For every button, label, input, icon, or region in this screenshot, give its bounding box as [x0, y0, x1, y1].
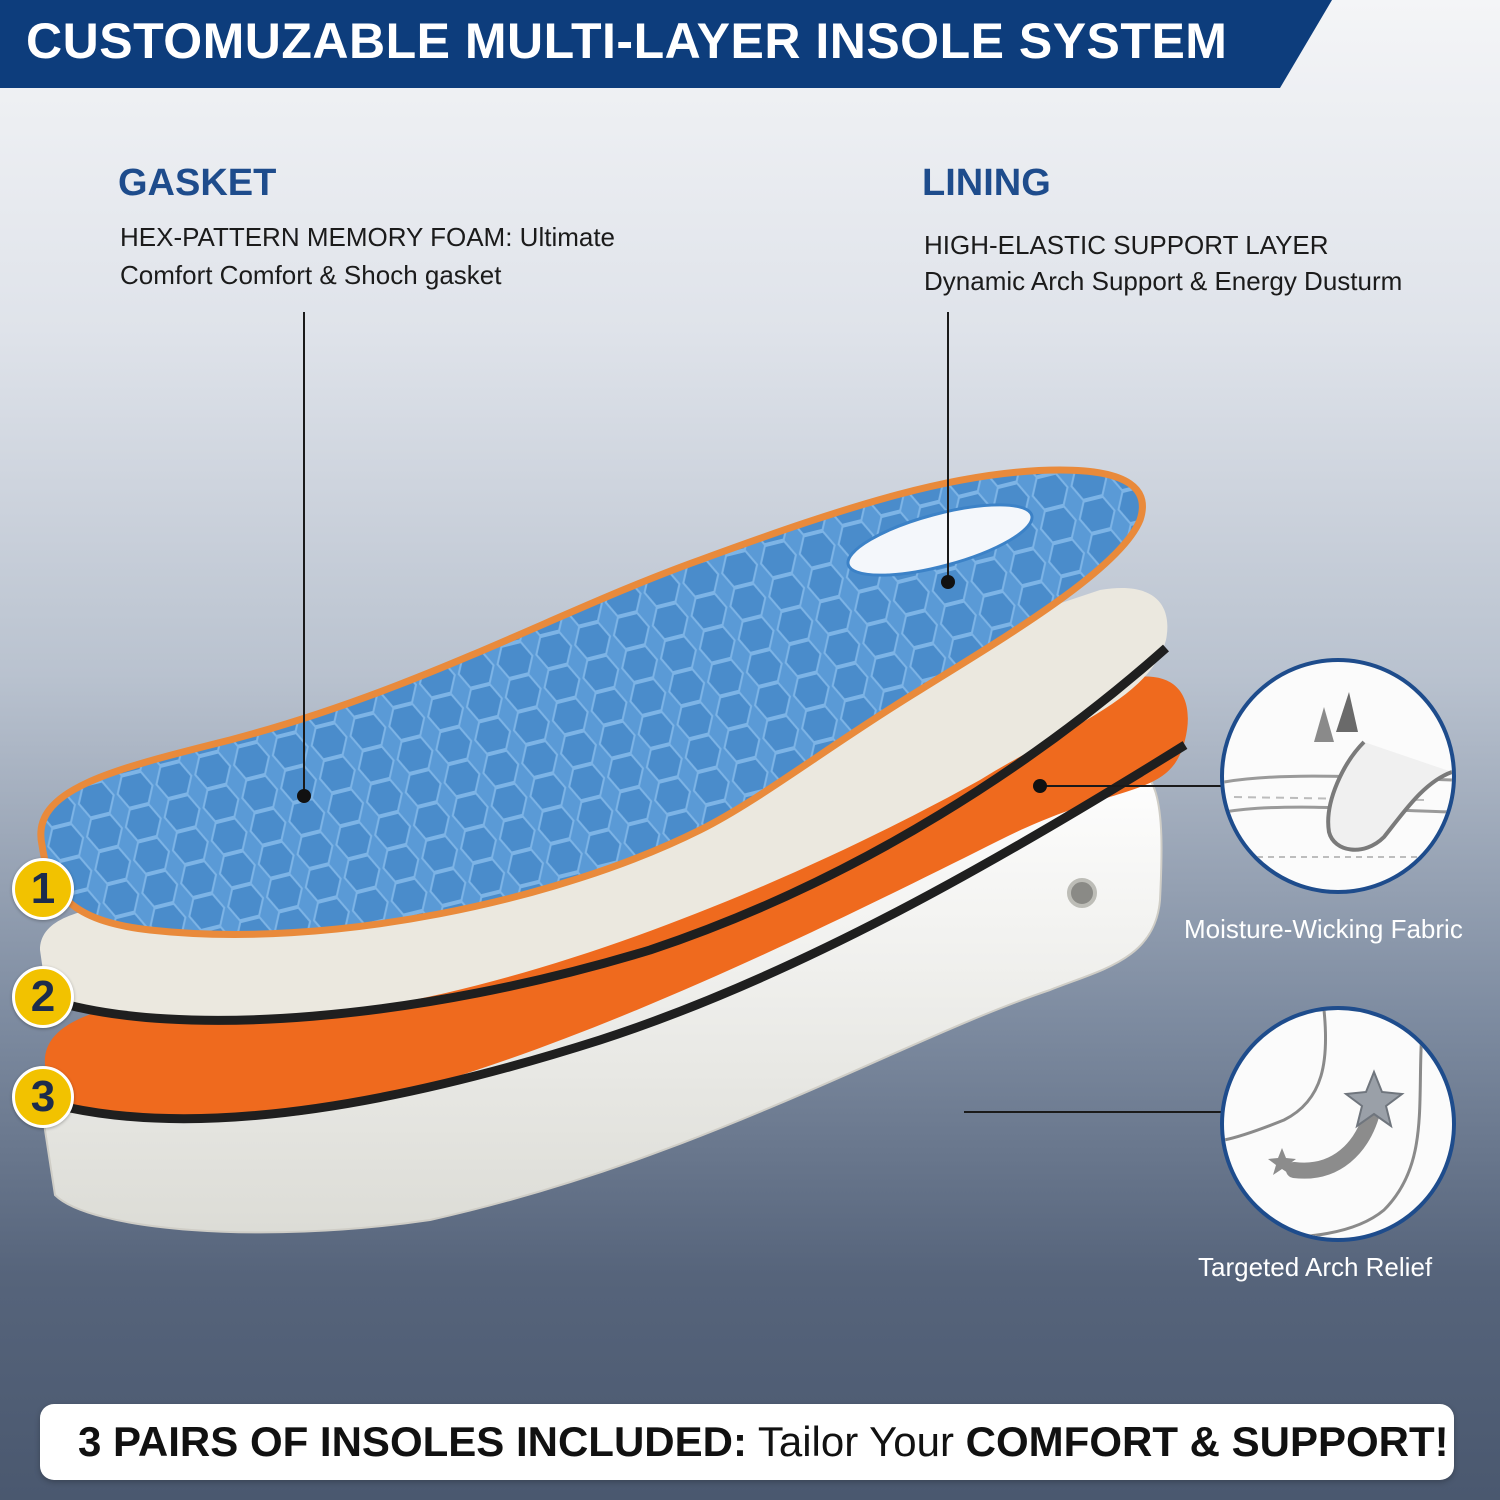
feature-caption-1: Moisture-Wicking Fabric: [1184, 914, 1463, 944]
layer-1-badge: 1: [12, 858, 74, 920]
fabric-press-icon: [1220, 658, 1456, 894]
footer-text-part1: 3 PAIRS OF INSOLES INCLUDED:: [78, 1418, 747, 1465]
footer-text: 3 PAIRS OF INSOLES INCLUDED: Tailor Your…: [78, 1418, 1449, 1466]
footer-text-part2: Tailor Your: [746, 1418, 966, 1465]
lining-heading: LINING: [922, 162, 1051, 204]
feature-caption-2: Targeted Arch Relief: [1198, 1252, 1433, 1282]
page-title: CUSTOMUZABLE MULTI-LAYER INSOLE SYSTEM: [26, 13, 1228, 69]
hex-foam-layer: [37, 466, 1146, 938]
vent-hole: [1067, 878, 1097, 908]
footer-text-part3: COMFORT & SUPPORT!: [965, 1418, 1449, 1465]
brand-label-oval: [846, 503, 1034, 577]
layer-3-badge: 3: [12, 1066, 74, 1128]
cream-layer-edge: [48, 644, 1169, 1025]
gasket-desc-line1: HEX-PATTERN MEMORY FOAM: Ultimate: [120, 222, 616, 252]
layer-2-badge: 2: [12, 966, 74, 1028]
footer-banner: 3 PAIRS OF INSOLES INCLUDED: Tailor Your…: [40, 1404, 1454, 1480]
lining-desc-line1: HIGH-ELASTIC SUPPORT LAYER: [924, 230, 1329, 260]
gasket-desc-line2: Comfort Comfort & Shoch gasket: [120, 260, 502, 290]
title-banner: CUSTOMUZABLE MULTI-LAYER INSOLE SYSTEM: [0, 0, 1500, 88]
heel-arch-icon: [1220, 1006, 1456, 1242]
gasket-heading: GASKET: [118, 162, 277, 204]
orange-layer-edge: [69, 741, 1188, 1124]
banner-shape: [0, 0, 1332, 88]
lining-desc-line2: Dynamic Arch Support & Energy Dusturm: [924, 266, 1403, 296]
